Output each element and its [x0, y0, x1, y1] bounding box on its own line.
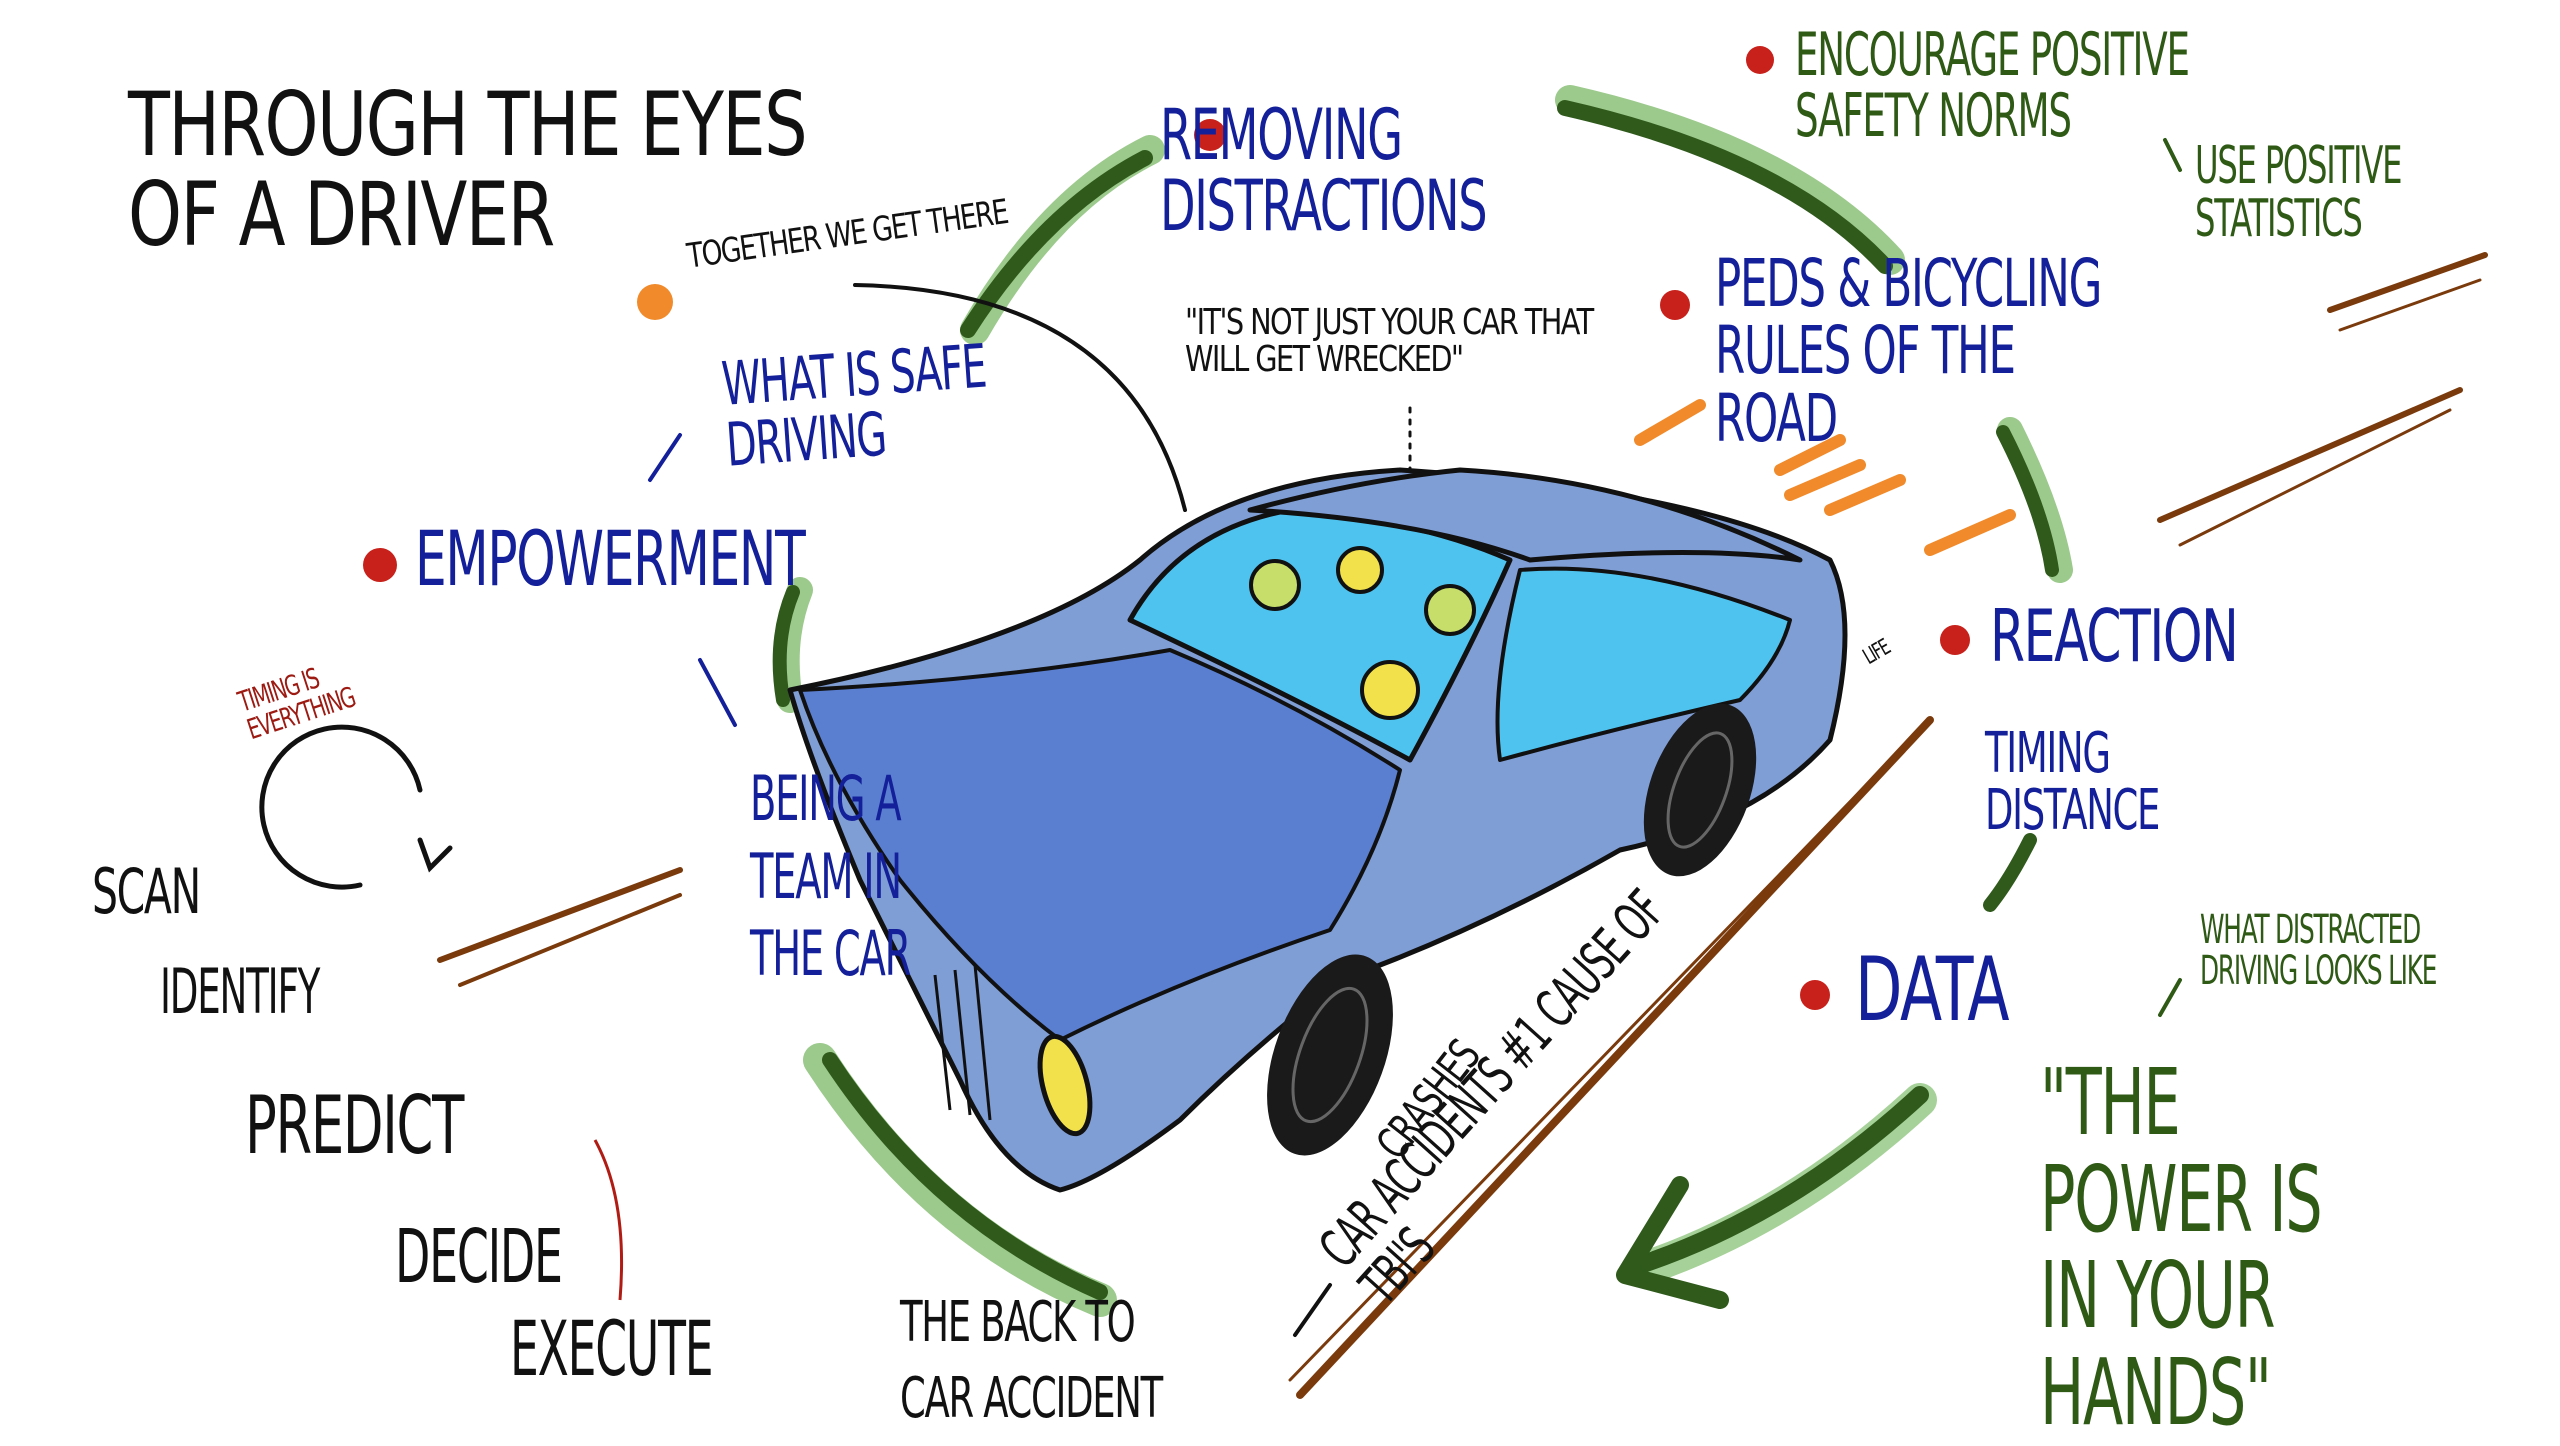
- sipde-decide: DECIDE: [395, 1214, 563, 1300]
- ring-segment-right: [1996, 417, 2073, 583]
- car-illustration: [787, 467, 1848, 1193]
- connector-lines-blue: [648, 433, 737, 727]
- topic-empowerment: EMPOWERMENT: [415, 514, 806, 603]
- topic-power-quote: "THE POWER IS IN YOUR HANDS": [2040, 1049, 2323, 1446]
- cycle-ring: [772, 85, 2073, 1317]
- ring-segment-bottom-left: [803, 1043, 1117, 1317]
- sipde-execute: EXECUTE: [510, 1304, 714, 1393]
- topic-reaction: REACTION: [1990, 594, 2239, 678]
- topic-timing-distance: TIMING DISTANCE: [1985, 721, 2160, 844]
- connector-lines-green: [2158, 138, 2182, 1017]
- sipde-bracket: [593, 1139, 624, 1301]
- ring-segment-lower-right: [1983, 833, 2037, 912]
- bottom-note: THE BACK TO CAR ACCIDENT: [900, 1290, 1163, 1431]
- car-occupants: [1249, 546, 1476, 720]
- sipde-scan: SCAN: [92, 855, 201, 928]
- ring-segment-top-right: [1555, 85, 1905, 275]
- car-rear-wheel: [1643, 703, 1757, 877]
- quote-wrecked: "IT'S NOT JUST YOUR CAR THAT WILL GET WR…: [1185, 302, 1594, 380]
- cycle-arrow: [1616, 1083, 1937, 1309]
- car-roof: [1247, 467, 1803, 563]
- speed-lines: [1634, 399, 2016, 556]
- car-side-window: [1495, 566, 1792, 762]
- sipde-identify: IDENTIFY: [160, 955, 320, 1028]
- car-headlight: [1037, 1033, 1093, 1137]
- car-grille: [933, 964, 992, 1121]
- motion-strokes-left: [437, 867, 683, 987]
- timing-loop: [259, 724, 453, 890]
- connector-lines: [853, 283, 1412, 1337]
- bullet-dots: [363, 46, 1970, 1010]
- topic-what-is-safe: WHAT IS SAFE DRIVING: [719, 331, 988, 481]
- topic-peds-bicycling: PEDS & BICYCLING RULES OF THE ROAD: [1715, 245, 2102, 457]
- topic-data: DATA: [1855, 938, 2009, 1041]
- topic-removing-distractions: REMOVING DISTRACTIONS: [1160, 94, 1488, 248]
- ring-segment-top-left: [960, 135, 1165, 345]
- page-title: THROUGH THE EYES OF A DRIVER: [128, 73, 808, 266]
- sipde-predict: PREDICT: [245, 1079, 464, 1172]
- topic-what-distracted: WHAT DISTRACTED DRIVING LOOKS LIKE: [2200, 907, 2437, 994]
- topic-use-statistics: USE POSITIVE STATISTICS: [2195, 136, 2402, 250]
- car-hood: [798, 648, 1402, 1042]
- car-front-wheel: [1267, 954, 1393, 1156]
- road-lines: [1288, 716, 1934, 1399]
- topic-team: BEING A TEAM IN THE CAR: [750, 762, 911, 990]
- motion-strokes-right: [2157, 252, 2488, 547]
- topic-encourage-norms: ENCOURAGE POSITIVE SAFETY NORMS: [1795, 20, 2190, 152]
- ring-segment-left: [772, 577, 813, 713]
